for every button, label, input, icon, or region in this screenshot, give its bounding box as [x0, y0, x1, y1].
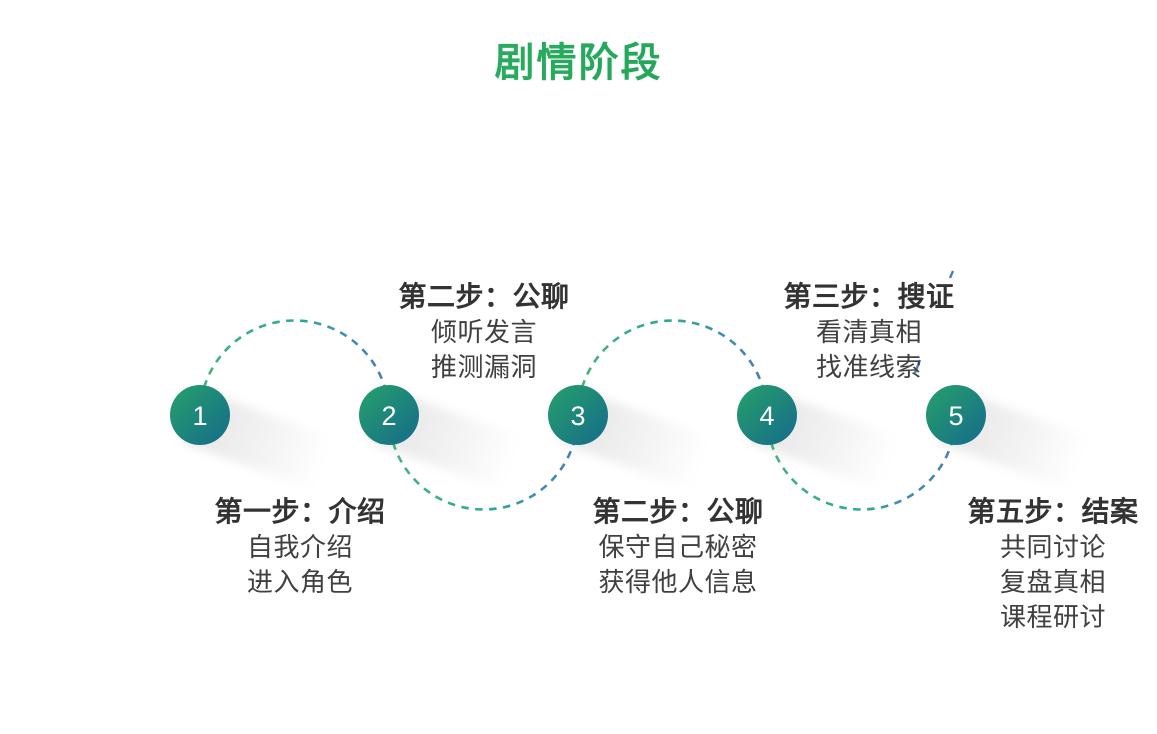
step-node-5: 5 — [926, 385, 986, 445]
step-node-4: 4 — [737, 385, 797, 445]
step-4-line: 找准线索 — [815, 352, 922, 382]
step-5-line: 课程研讨 — [999, 602, 1106, 632]
step-2-heading: 第二步：公聊 — [398, 281, 570, 312]
step-number-3: 3 — [570, 401, 585, 431]
step-circle-2 — [359, 385, 419, 445]
decorative-dash — [913, 359, 922, 374]
step-number-5: 5 — [948, 401, 963, 431]
step-4-line: 看清真相 — [815, 317, 922, 347]
step-number-4: 4 — [759, 401, 774, 431]
decorative-dash — [948, 270, 955, 279]
step-3-label: 第二步：公聊 保守自己秘密 获得他人信息 — [518, 496, 838, 600]
step-node-2: 2 — [359, 385, 419, 445]
step-2-label: 第二步：公聊 倾听发言 推测漏洞 — [324, 281, 644, 385]
step-circle-1 — [170, 385, 230, 445]
step-2-line: 倾听发言 — [430, 317, 537, 347]
step-number-1: 1 — [192, 401, 207, 431]
connector-arc-3-4 — [576, 319, 769, 416]
connector-arc-2-3 — [387, 414, 580, 511]
step-5-line: 复盘真相 — [999, 567, 1106, 597]
step-circle-3 — [548, 385, 608, 445]
connector-arc-1-2 — [198, 319, 391, 416]
step-1-heading: 第一步：介绍 — [214, 496, 386, 527]
step-5-line: 共同讨论 — [999, 532, 1106, 562]
step-1-line: 自我介绍 — [246, 532, 353, 562]
step-5-heading: 第五步：结案 — [967, 496, 1139, 527]
step-circle-4 — [737, 385, 797, 445]
step-5-label: 第五步：结案 共同讨论 复盘真相 课程研讨 — [893, 496, 1157, 635]
step-2-line: 推测漏洞 — [430, 352, 537, 382]
step-node-3: 3 — [548, 385, 608, 445]
step-3-line: 保守自己秘密 — [598, 532, 758, 562]
step-1-label: 第一步：介绍 自我介绍 进入角色 — [140, 496, 460, 600]
step-4-heading: 第三步：搜证 — [783, 281, 955, 312]
step-3-line: 获得他人信息 — [598, 567, 758, 597]
step-node-1: 1 — [170, 385, 230, 445]
slide-title: 剧情阶段 — [0, 30, 1157, 88]
step-3-heading: 第二步：公聊 — [592, 496, 764, 527]
step-4-label: 第三步：搜证 看清真相 找准线索 — [709, 281, 1029, 385]
step-1-line: 进入角色 — [246, 567, 353, 597]
step-circle-5 — [926, 385, 986, 445]
connector-arc-4-5 — [765, 414, 958, 511]
step-number-2: 2 — [381, 401, 396, 431]
